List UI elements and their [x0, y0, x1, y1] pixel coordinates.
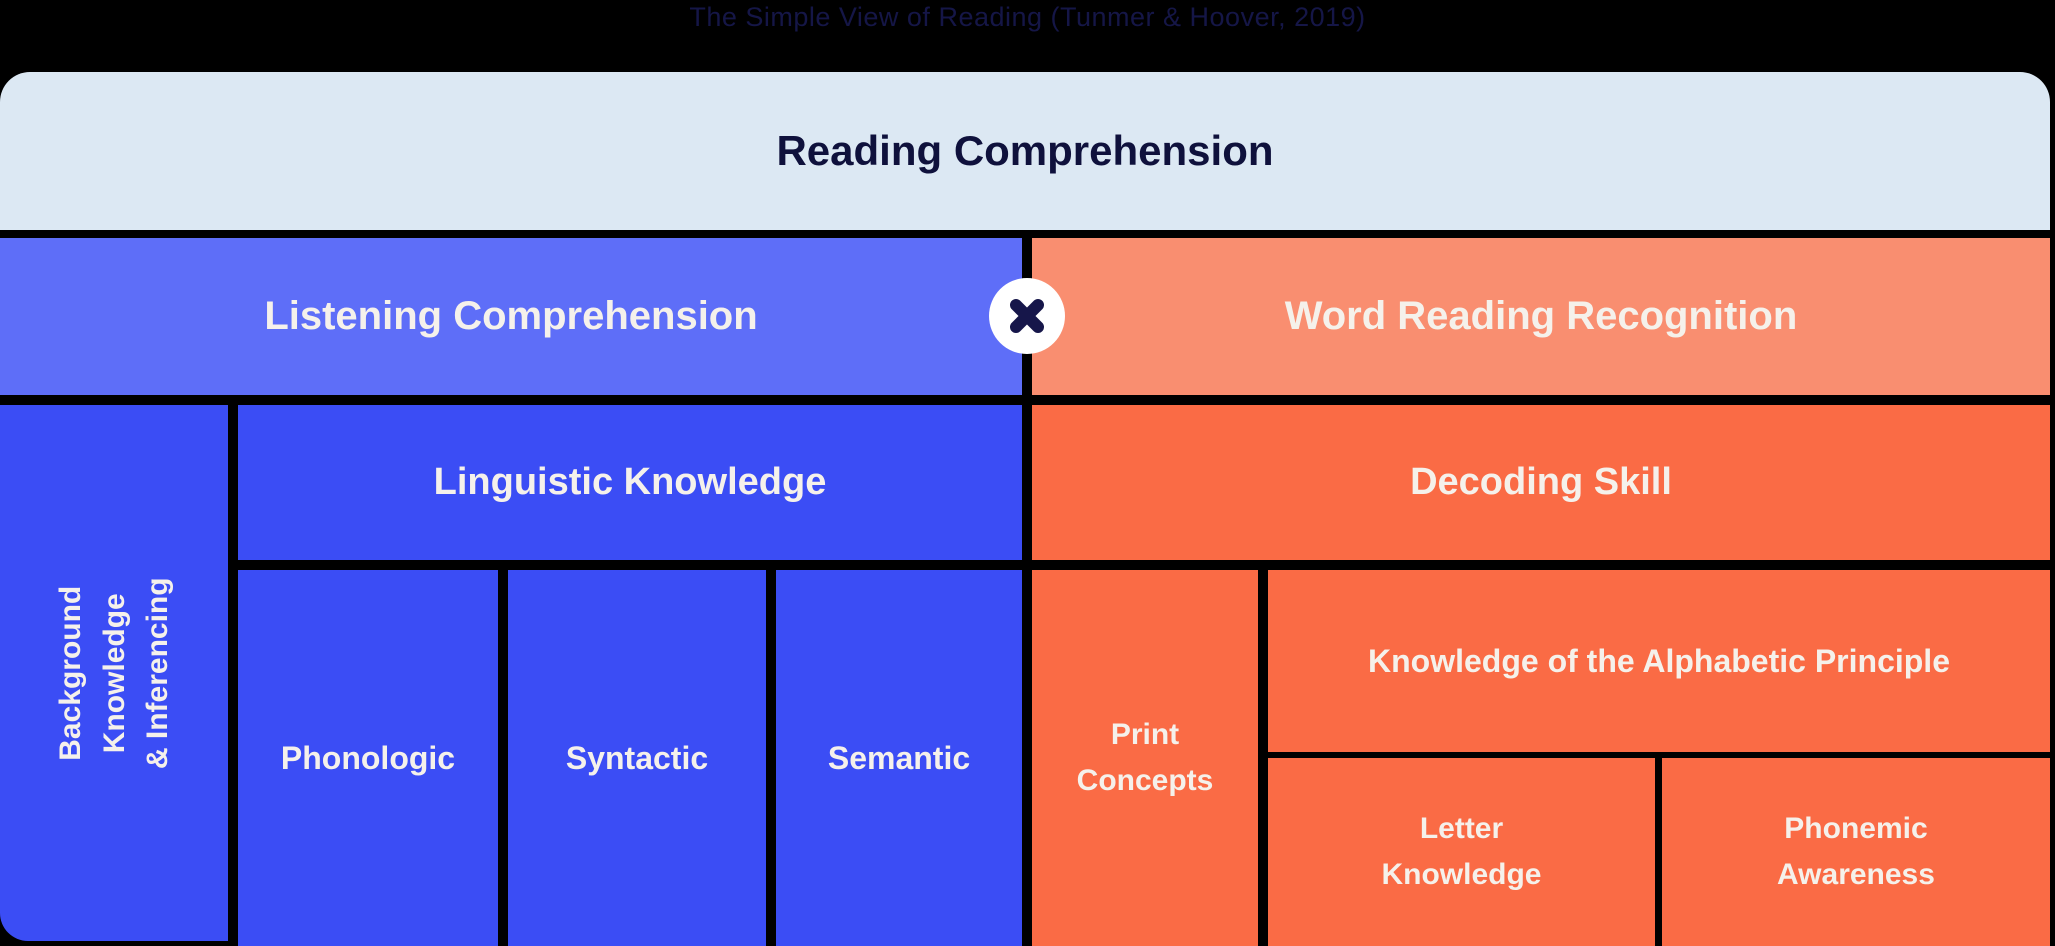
- multiply-icon: [1010, 299, 1044, 333]
- box-phonologic: Phonologic: [238, 570, 498, 946]
- diagram-title: The Simple View of Reading (Tunmer & Hoo…: [689, 2, 1366, 32]
- box-background-knowledge-inferencing: Background Knowledge & Inferencing: [0, 405, 228, 941]
- box-reading-comprehension: Reading Comprehension: [0, 72, 2050, 230]
- print-concepts-label: Print Concepts: [1076, 717, 1214, 798]
- linguistic-knowledge-label: Linguistic Knowledge: [433, 461, 827, 503]
- listening-comprehension-label: Listening Comprehension: [264, 294, 758, 338]
- box-alphabetic-principle: Knowledge of the Alphabetic Principle: [1268, 570, 2050, 752]
- syntactic-label: Syntactic: [565, 739, 709, 776]
- semantic-label: Semantic: [827, 739, 971, 776]
- box-decoding-skill: Decoding Skill: [1032, 405, 2050, 560]
- letter-knowledge-label: Letter Knowledge: [1381, 811, 1542, 892]
- box-listening-comprehension: Listening Comprehension: [0, 238, 1022, 395]
- reading-comprehension-label: Reading Comprehension: [776, 127, 1274, 174]
- box-letter-knowledge: Letter Knowledge: [1268, 758, 1655, 946]
- phonemic-awareness-label: Phonemic Awareness: [1777, 811, 1935, 892]
- word-reading-recognition-label: Word Reading Recognition: [1284, 294, 1798, 338]
- box-syntactic: Syntactic: [508, 570, 766, 946]
- box-semantic: Semantic: [776, 570, 1022, 946]
- background-knowledge-label: Background Knowledge & Inferencing: [53, 577, 174, 769]
- alphabetic-principle-label: Knowledge of the Alphabetic Principle: [1368, 642, 1950, 679]
- box-linguistic-knowledge: Linguistic Knowledge: [238, 405, 1022, 560]
- box-word-reading-recognition: Word Reading Recognition: [1032, 238, 2050, 395]
- decoding-skill-label: Decoding Skill: [1410, 461, 1672, 503]
- phonologic-label: Phonologic: [280, 739, 456, 776]
- multiply-operator-badge: [989, 278, 1065, 354]
- box-phonemic-awareness: Phonemic Awareness: [1662, 758, 2050, 946]
- box-print-concepts: Print Concepts: [1032, 570, 1258, 946]
